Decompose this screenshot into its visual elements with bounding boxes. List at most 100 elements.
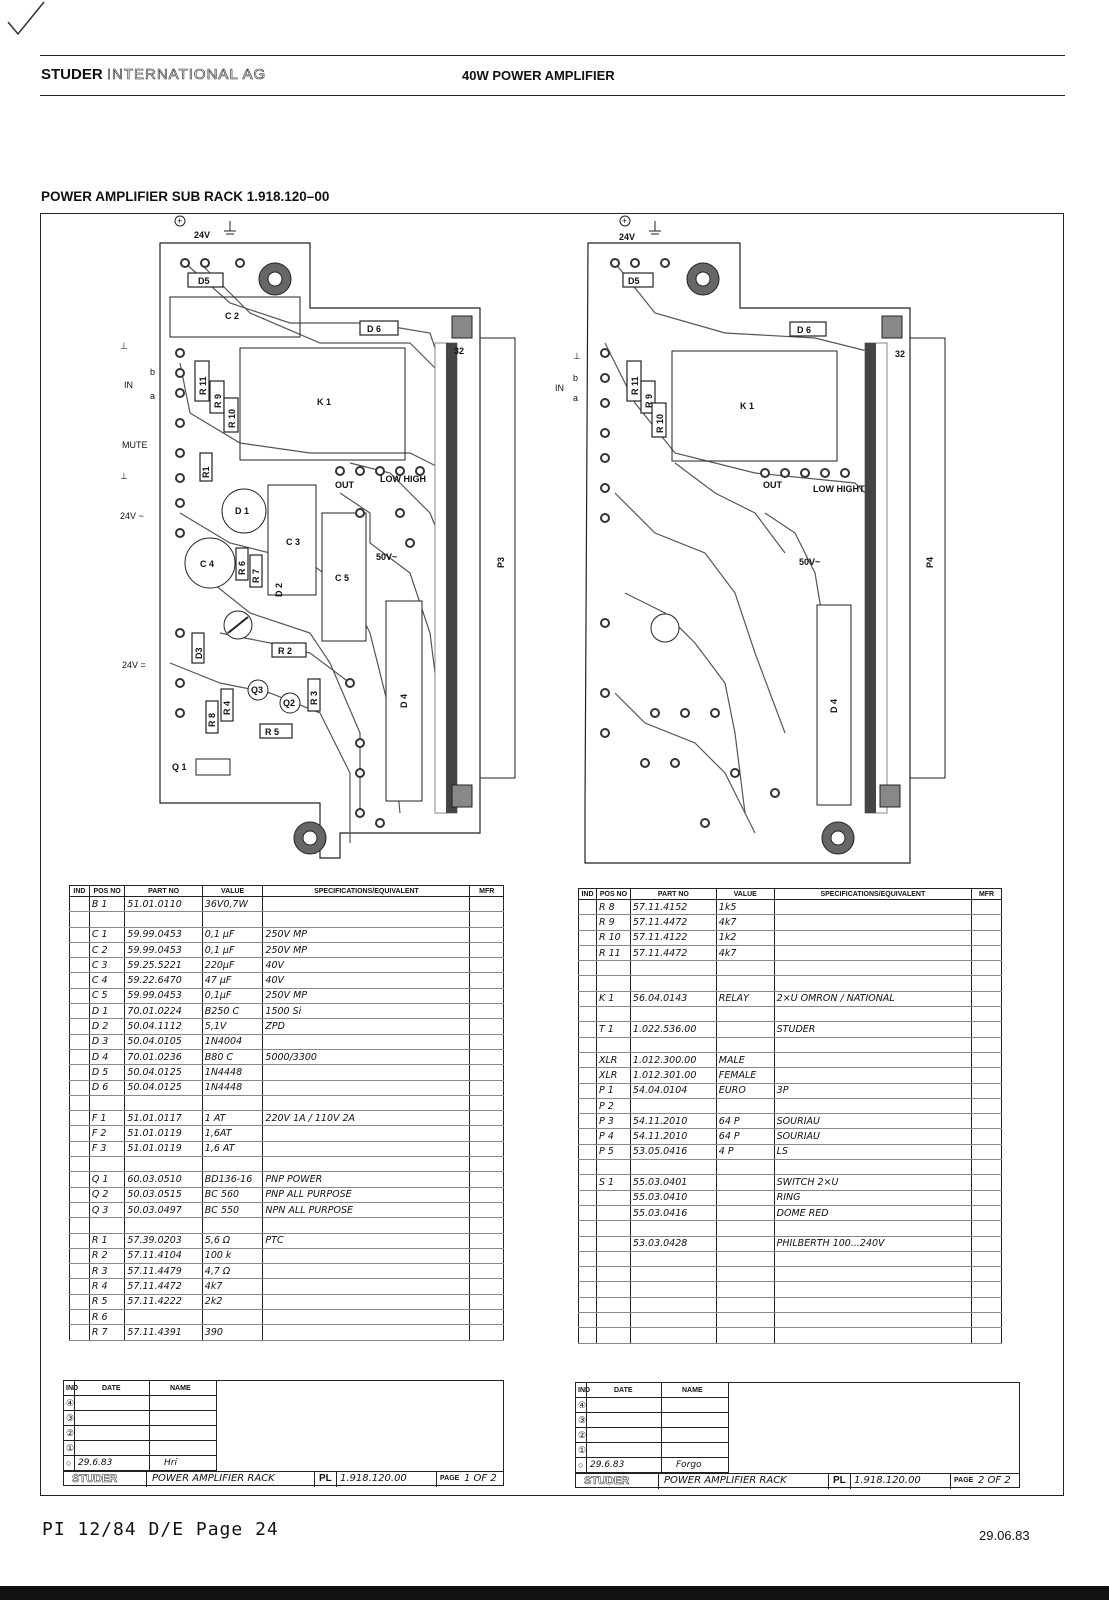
- cell-specifications: 40V: [262, 957, 471, 974]
- cell-pos-no: P 3: [595, 1113, 631, 1130]
- cell-mfr: [971, 1006, 1002, 1023]
- cell-mfr: [971, 1144, 1002, 1161]
- cell-specifications: [773, 899, 973, 916]
- cell-specifications: [262, 896, 471, 913]
- brand-logo: STUDER INTERNATIONAL AG: [41, 66, 266, 84]
- cell-ind: [578, 975, 597, 992]
- cell-mfr: [971, 1174, 1002, 1191]
- diode-d5: [187, 272, 224, 288]
- cell-mfr: [469, 1003, 504, 1020]
- cell-mfr: [469, 988, 504, 1005]
- cell-mfr: [971, 1159, 1002, 1176]
- trimmer-right: [650, 613, 680, 643]
- cell-part-no: 57.11.4472: [124, 1278, 203, 1295]
- cell-ind: [578, 1236, 597, 1252]
- cell-pos-no: [595, 1236, 631, 1252]
- cell-specifications: PNP ALL PURPOSE: [262, 1187, 471, 1203]
- cell-part-no: 59.99.0453: [124, 988, 203, 1005]
- cell-pos-no: C 1: [88, 927, 126, 943]
- cell-part-no: 50.04.0125: [124, 1064, 203, 1081]
- tb-date-header: DATE: [102, 1385, 121, 1392]
- cell-specifications: 250V MP: [262, 942, 471, 959]
- edge-connector-pins-right: [865, 343, 876, 813]
- label-d2: D 2: [274, 583, 284, 597]
- cell-pos-no: [595, 975, 631, 992]
- cell-value: [201, 1309, 264, 1326]
- cell-specifications: DOME RED: [773, 1205, 973, 1222]
- cell-ind: [578, 1190, 597, 1206]
- capacitor-c2-outline: [169, 296, 301, 338]
- cell-value: 4,7 Ω: [201, 1263, 264, 1280]
- cell-value: 5,6 Ω: [201, 1233, 264, 1249]
- resistor-r8: [205, 700, 219, 734]
- cell-specifications: [773, 930, 973, 946]
- cell-ind: [578, 1327, 597, 1344]
- col-mfr: MFR: [469, 885, 504, 897]
- cell-part-no: 60.03.0510: [124, 1171, 203, 1188]
- footer-date: 29.06.83: [979, 1528, 1030, 1543]
- cell-value: 5,1V: [201, 1018, 264, 1035]
- cell-pos-no: Q 3: [88, 1202, 126, 1219]
- cell-pos-no: R 1: [88, 1233, 126, 1249]
- label-d6: D 6: [367, 324, 381, 334]
- cell-specifications: [262, 1156, 471, 1173]
- capacitor-c3: [267, 484, 317, 596]
- cell-mfr: [971, 1083, 1002, 1099]
- cell-pos-no: [88, 911, 126, 928]
- cell-ind: [69, 1278, 90, 1295]
- cell-pos-no: B 1: [88, 896, 126, 913]
- cell-value: 0,1 µF: [201, 942, 264, 959]
- cell-pos-no: Q 1: [88, 1171, 126, 1188]
- cell-pos-no: F 3: [88, 1141, 126, 1158]
- bridge-d1: [221, 488, 267, 534]
- svg-text:⊥: ⊥: [120, 471, 128, 481]
- cell-pos-no: R 7: [88, 1324, 126, 1341]
- cell-specifications: [773, 914, 973, 931]
- cell-part-no: [124, 1217, 203, 1234]
- title-block-right: IND DATE NAME ④ ③ ② ① ○ 29.6.83 Forgo ST…: [575, 1382, 1020, 1489]
- cell-part-no: [629, 1312, 717, 1329]
- label-r10-right: R 10: [655, 414, 665, 433]
- cell-part-no: [124, 1156, 203, 1173]
- label-a-right: a: [573, 393, 578, 403]
- resistor-r11: [194, 360, 210, 402]
- label-r2: R 2: [278, 646, 292, 656]
- cell-part-no: 70.01.0224: [124, 1003, 203, 1020]
- cell-ind: [69, 1202, 90, 1219]
- label-b-right: b: [573, 373, 578, 383]
- tb-page-label: PAGE: [440, 1475, 460, 1482]
- cell-pos-no: R 11: [595, 945, 631, 962]
- cell-specifications: 250V MP: [262, 988, 471, 1005]
- cell-specifications: [262, 1309, 471, 1326]
- cell-mfr: [971, 1205, 1002, 1222]
- cell-ind: [578, 1083, 597, 1099]
- cell-pos-no: C 3: [88, 957, 126, 974]
- cell-specifications: [773, 1052, 973, 1069]
- cell-ind: [578, 1205, 597, 1222]
- cell-mfr: [971, 1236, 1002, 1252]
- col-ind: IND: [578, 888, 597, 900]
- tb-drawing-name: POWER AMPLIFIER RACK: [664, 1475, 787, 1486]
- cell-value: [715, 1281, 775, 1298]
- cell-mfr: [469, 1095, 504, 1112]
- cell-pos-no: D 1: [88, 1003, 126, 1020]
- cell-value: 4k7: [201, 1278, 264, 1295]
- cell-ind: [69, 1080, 90, 1096]
- resistor-r1: [199, 452, 213, 482]
- pcb-pads-right: [600, 258, 850, 828]
- cell-specifications: 5000/3300: [262, 1049, 471, 1066]
- tb-name-header: NAME: [682, 1387, 703, 1394]
- cell-value: [715, 1190, 775, 1206]
- parts-row: [578, 1006, 1002, 1023]
- cell-pos-no: XLR: [595, 1052, 631, 1069]
- cell-part-no: 51.01.0110: [124, 896, 203, 913]
- tb-page: 2 OF 2: [978, 1475, 1011, 1486]
- cell-specifications: 40V: [262, 972, 471, 989]
- label-a: a: [150, 391, 155, 401]
- parts-row: [578, 1266, 1002, 1283]
- resistor-r4: [220, 688, 234, 722]
